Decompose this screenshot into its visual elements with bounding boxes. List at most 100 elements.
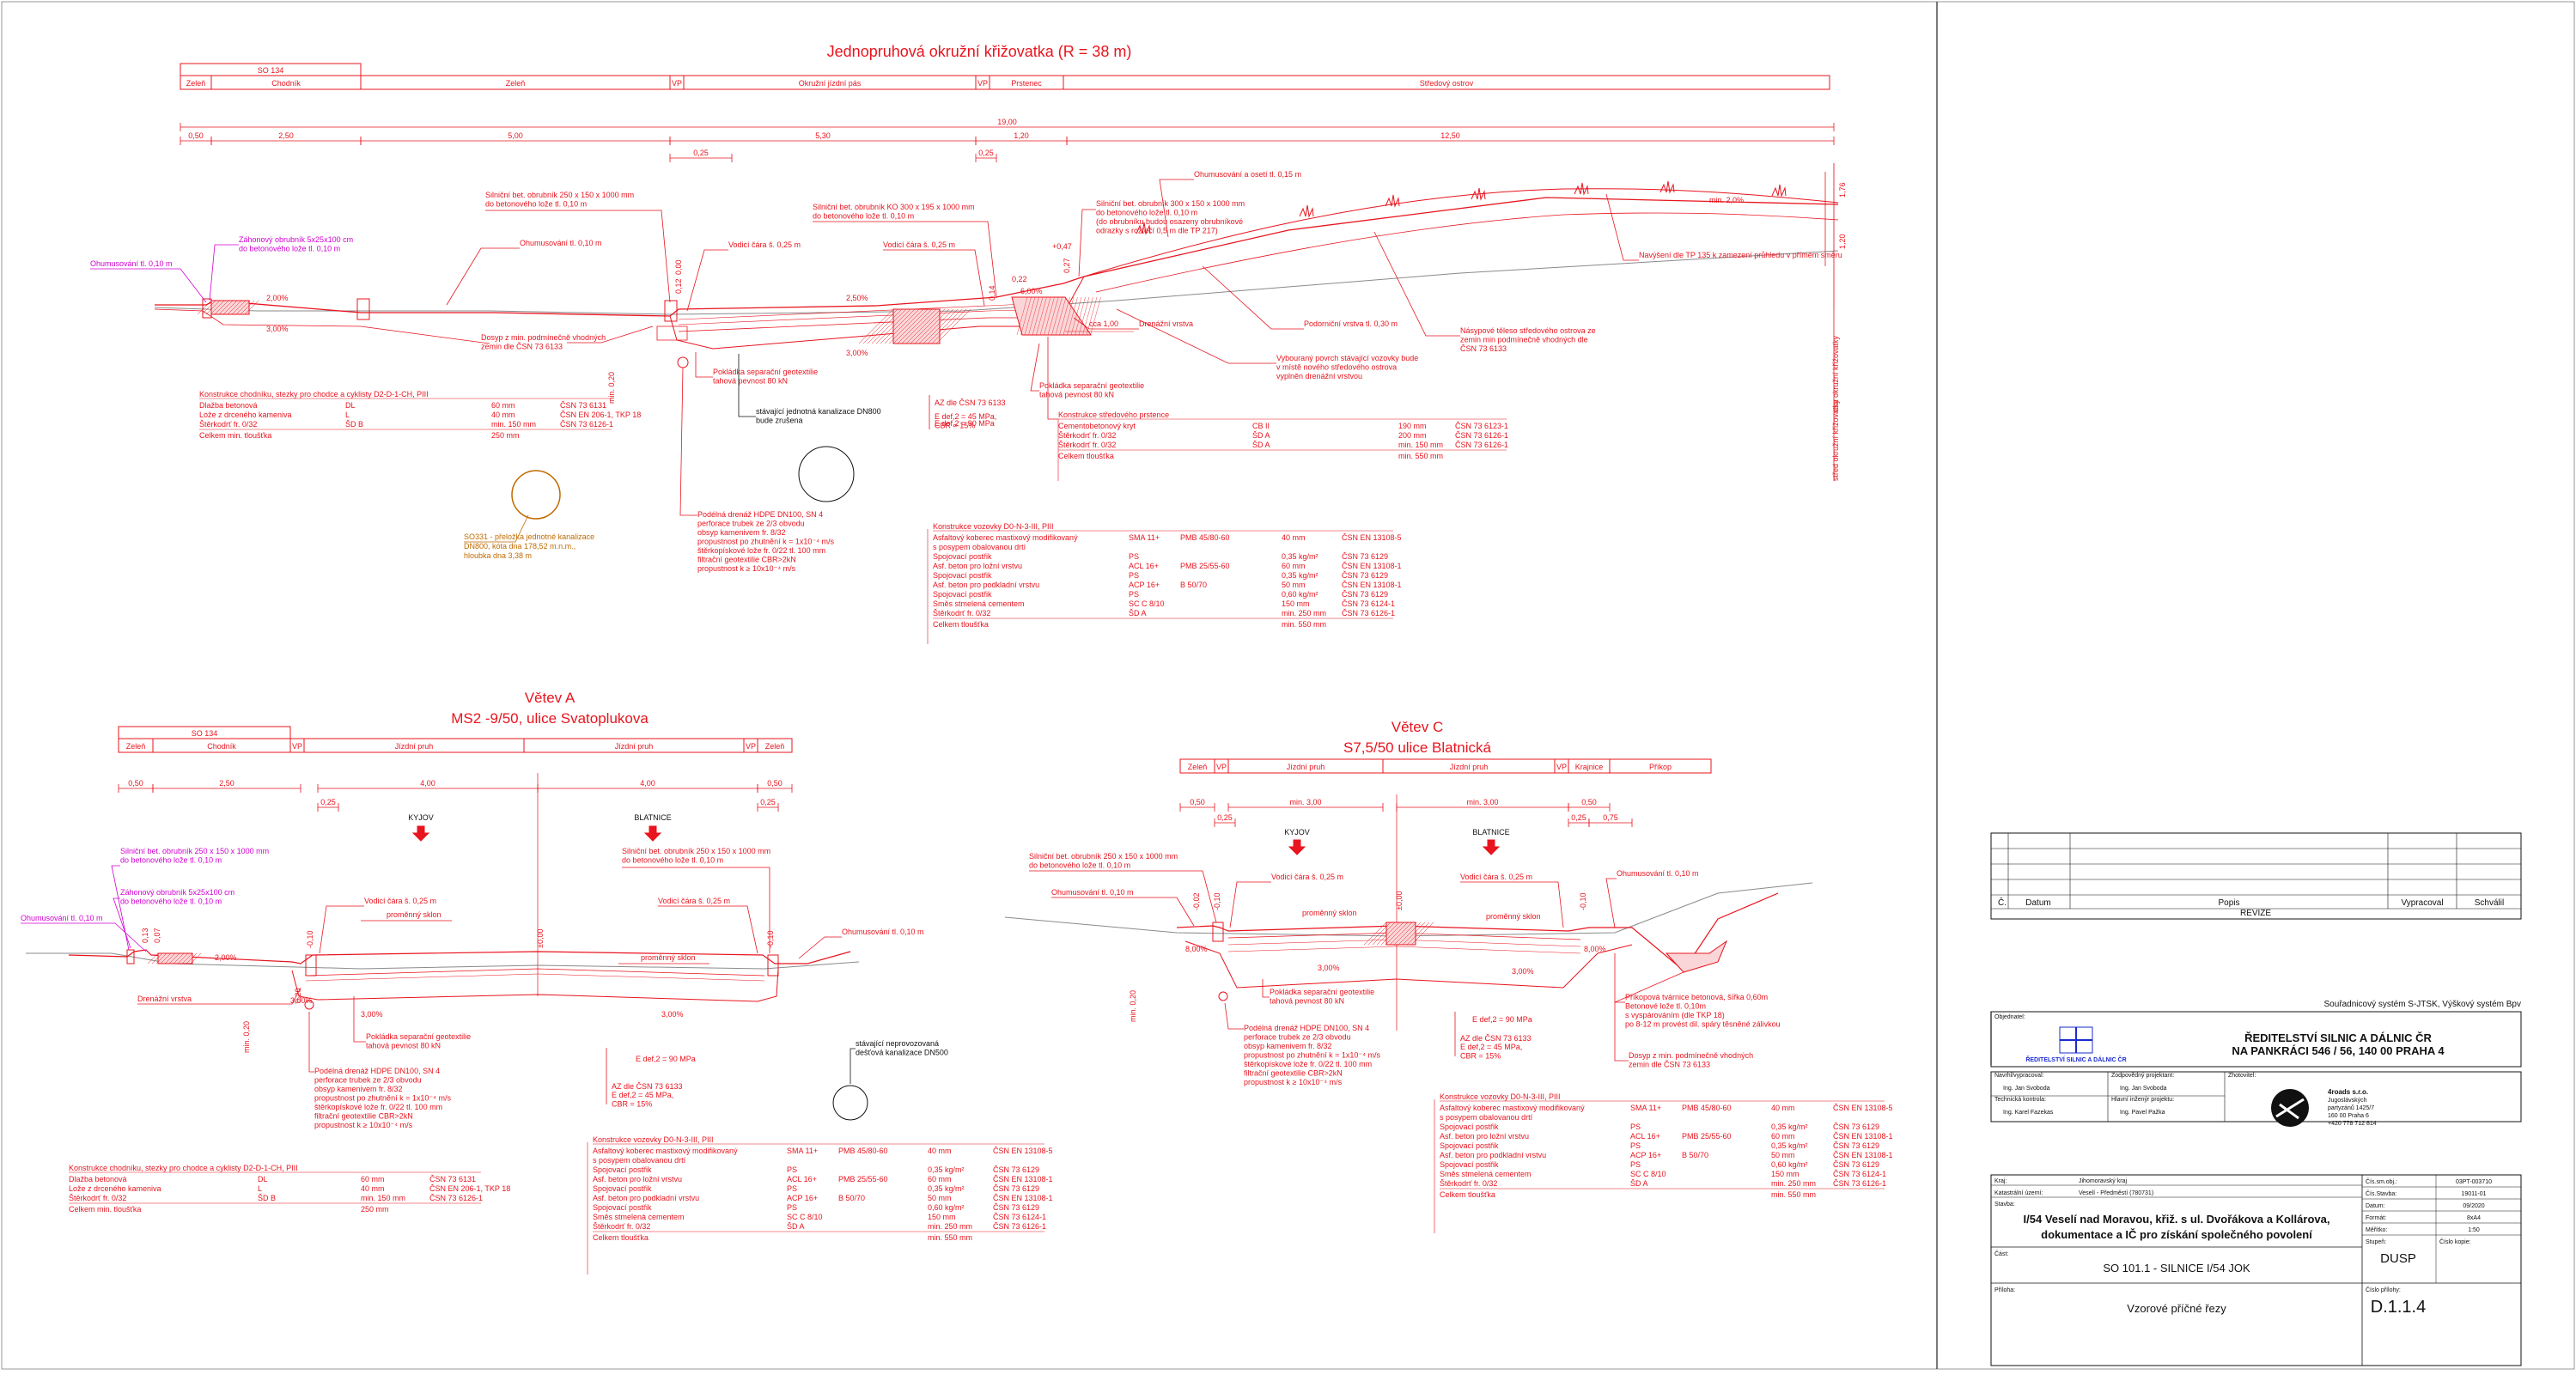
- table-cell: CB II: [1252, 422, 1270, 430]
- hatch-stroke: [1036, 296, 1047, 336]
- height-value: 1,76: [1838, 182, 1847, 198]
- annotation-text: do betonového lože tl. 0,10 m: [239, 245, 340, 253]
- table-cell: PMB 25/55-60: [1682, 1132, 1732, 1141]
- height-value: 0,00: [674, 259, 683, 275]
- annotation-text: Ohumusování tl. 0,10 m: [90, 259, 173, 268]
- hatch-stroke: [1082, 296, 1093, 336]
- annotation-text: Záhonový obrubník 5x25x100 cm: [239, 235, 353, 244]
- hatch-stroke: [862, 308, 898, 344]
- leader-line: [695, 352, 713, 378]
- leader-line: [353, 996, 366, 1043]
- leader-line: [90, 268, 207, 303]
- table-cell: 60 mm: [928, 1175, 952, 1183]
- annotation-text: Drenážní vrstva: [137, 995, 192, 1003]
- slope-value: 2,00%: [266, 294, 289, 302]
- leader-line: [679, 367, 697, 516]
- slope-value: min. 2,0%: [1709, 196, 1744, 204]
- annotation-text: proměnný sklon: [641, 953, 696, 962]
- leader-line: [1614, 953, 1629, 1062]
- existing-terrain: [1004, 882, 1813, 937]
- direction-label: KYJOV: [1284, 828, 1310, 837]
- person-name: Ing. Karel Fazekas: [2003, 1110, 2054, 1116]
- leader-line: [1116, 308, 1276, 364]
- table-title: Konstrukce středového prstence: [1058, 411, 1169, 419]
- section-title: Jednopruhová okružní křižovatka (R = 38 …: [827, 43, 1132, 60]
- table-title: Konstrukce chodníku, stezky pro chodce a…: [199, 390, 429, 399]
- leader-line: [1030, 343, 1040, 392]
- hatch-stroke: [210, 300, 225, 315]
- hatch-stroke: [147, 952, 159, 964]
- axis-label: střed okružní křižovatky: [1831, 399, 1840, 481]
- dimension-value: min. 3,00: [1289, 798, 1321, 806]
- grass-symbol: [1574, 182, 1589, 196]
- table-cell: s posypem obalovanou drtí: [933, 543, 1026, 551]
- grass-symbol: [1385, 194, 1400, 208]
- revision-header: Schválil: [2475, 898, 2504, 908]
- road-curb: [356, 298, 370, 320]
- road-curb: [1212, 922, 1224, 942]
- table-cell: PS: [1630, 1141, 1641, 1150]
- slope-value: 3,00%: [846, 349, 868, 357]
- band-cell: [1063, 75, 1830, 90]
- role-label: Technická kontrola:: [1994, 1097, 2046, 1103]
- table-cell: Dlažba betonová: [199, 401, 258, 410]
- hatch-stroke: [1047, 296, 1059, 336]
- annotation-text: Záhonový obrubník 5x25x100 cm: [120, 888, 234, 897]
- field-label: Příloha:: [1994, 1287, 2015, 1293]
- table-cell: ČSN 73 6126-1: [993, 1222, 1046, 1231]
- leader-line: [1047, 337, 1058, 420]
- annotation-text: Silniční bet. obrubník 250 x 150 x 1000 …: [485, 191, 634, 199]
- table-cell: ČSN 73 6129: [1342, 590, 1388, 599]
- annotation-text: SO331 - přeložka jednotné kanalizace: [464, 532, 594, 541]
- dimension-value: 0,25: [760, 798, 776, 806]
- table-cell: Spojovací postřik: [933, 571, 992, 580]
- hatch-stroke: [197, 300, 212, 315]
- table-title: Konstrukce vozovky D0-N-3-III, PIII: [593, 1135, 714, 1144]
- meta-value: 8xA4: [2467, 1215, 2481, 1221]
- table-cell: ČSN EN 13108-1: [993, 1175, 1053, 1183]
- hatch-stroke: [1398, 922, 1422, 946]
- direction-label: KYJOV: [408, 813, 434, 822]
- annotation-text: Silniční bet. obrubník 300 x 150 x 1000 …: [1096, 199, 1245, 208]
- table-cell: PS: [1630, 1160, 1641, 1169]
- dimension-value: 0,25: [1571, 813, 1586, 822]
- height-value: -0,10: [1579, 892, 1587, 910]
- annotation-text: propustnost po zhutnění k = 1x10⁻⁴ m/s: [697, 538, 834, 546]
- hatch-stroke: [1070, 296, 1082, 336]
- height-value: 0,13: [141, 928, 149, 943]
- band-label: SO 134: [192, 729, 218, 738]
- leader-line: [1605, 193, 1639, 261]
- band-label: Zeleň: [765, 742, 785, 751]
- annotation-text: AZ dle ČSN 73 6133: [1460, 1034, 1532, 1043]
- hatch-stroke: [858, 308, 894, 344]
- table-cell: 0,35 kg/m²: [1282, 571, 1318, 580]
- direction-label: BLATNICE: [1472, 828, 1509, 837]
- role-label: Hlavní inženýr projektu:: [2111, 1097, 2174, 1103]
- leader-line: [798, 936, 842, 959]
- client-address: NA PANKRÁCI 546 / 56, 140 00 PRAHA 4: [2232, 1044, 2445, 1057]
- dimension-value: min. 3,00: [1466, 798, 1498, 806]
- annotation-text: filtrační geotextilie CBR>2kN: [1244, 1069, 1343, 1078]
- annotation-text: perforace trubek ze 2/3 obvodu: [314, 1076, 422, 1085]
- annotation-text: perforace trubek ze 2/3 obvodu: [697, 520, 805, 528]
- table-cell: PS: [1129, 571, 1139, 580]
- table-cell: Spojovací postřik: [1440, 1141, 1499, 1150]
- table-cell: min. 150 mm: [361, 1194, 405, 1202]
- table-cell: ČSN 73 6129: [1833, 1141, 1879, 1150]
- annotation-text: filtrační geotextilie CBR>2kN: [314, 1112, 413, 1121]
- hatch-stroke: [231, 300, 247, 315]
- hatch-stroke: [871, 308, 907, 344]
- hatch-stroke: [168, 952, 180, 964]
- annotation-text: Pokládka separační geotextilie: [366, 1032, 471, 1041]
- annotation-text: CBR = 15%: [1460, 1052, 1501, 1061]
- leader-line: [622, 867, 770, 953]
- hatch-stroke: [1376, 922, 1400, 946]
- height-value: 0,27: [1063, 258, 1071, 273]
- annotation-text: zemin dle ČSN 73 6133: [481, 343, 563, 351]
- project-block: [1990, 1174, 2522, 1366]
- dimension-value: 12,50: [1440, 131, 1460, 140]
- hatch-stroke: [1063, 296, 1075, 336]
- hatch-stroke: [1016, 296, 1028, 336]
- table-cell: PS: [787, 1165, 797, 1174]
- table-cell: ACL 16+: [787, 1175, 817, 1183]
